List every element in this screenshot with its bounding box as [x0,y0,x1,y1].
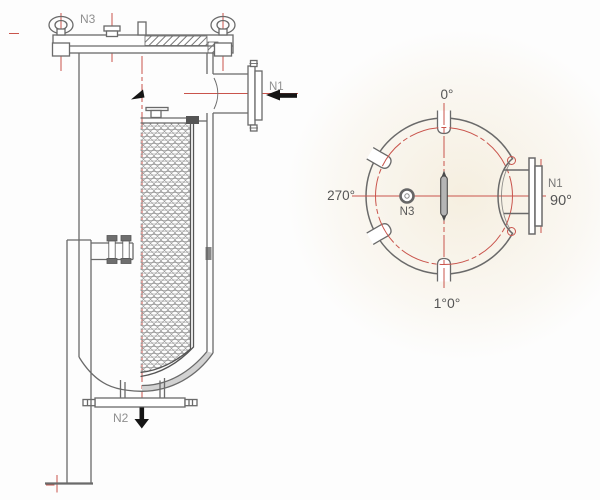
internal-flow-arrow [131,89,145,100]
bolt-pin-bottom [507,227,516,236]
basket-rim-clamp [186,116,199,124]
eyebolt-right [210,15,236,57]
support-leg [45,235,134,485]
flow-arrows [131,89,297,429]
mesh-screen [140,123,190,373]
vessel-shell [78,53,214,392]
side-n1-label: N1 [269,81,284,93]
side-n2-label: N2 [113,411,129,425]
n2-drain-nozzle [82,378,198,408]
filter-basket [140,106,207,378]
side-n3-label: N3 [80,12,96,26]
lid-center-stub [137,21,147,36]
bracket-bolts [106,235,132,264]
n1-inlet-nozzle [213,59,263,132]
basket-handle [145,106,169,119]
bolt-pin-top [507,156,516,165]
n1-inlet-arrow [266,89,297,101]
plan-0deg-label: 0° [441,87,454,102]
plan-90deg-label: 90° [550,193,572,209]
n2-outlet-arrow [134,407,149,429]
eyebolt-left [48,15,74,57]
vessel-elevation-view: N3 N1 N2 [9,12,298,493]
plan-labels: 0° 270° 1°0° N1 90° N3 [327,87,572,311]
n3-vent-nozzle [103,25,121,38]
lid-hatch-section [144,35,208,46]
shell-lug [205,247,212,260]
lid-assembly [48,15,236,57]
plan-180deg-label: 1°0° [434,295,461,311]
vessel-plan-view: 0° 270° 1°0° N1 90° N3 [327,87,572,311]
plan-270deg-label: 270° [327,188,355,203]
plan-n1-label: N1 [548,178,563,190]
plan-n3-vent [399,188,415,204]
plan-n3-label: N3 [400,206,415,218]
basket-handle-plan [440,170,448,222]
plan-n1-nozzle [497,157,543,235]
elevation-labels: N3 N1 N2 [80,12,284,425]
